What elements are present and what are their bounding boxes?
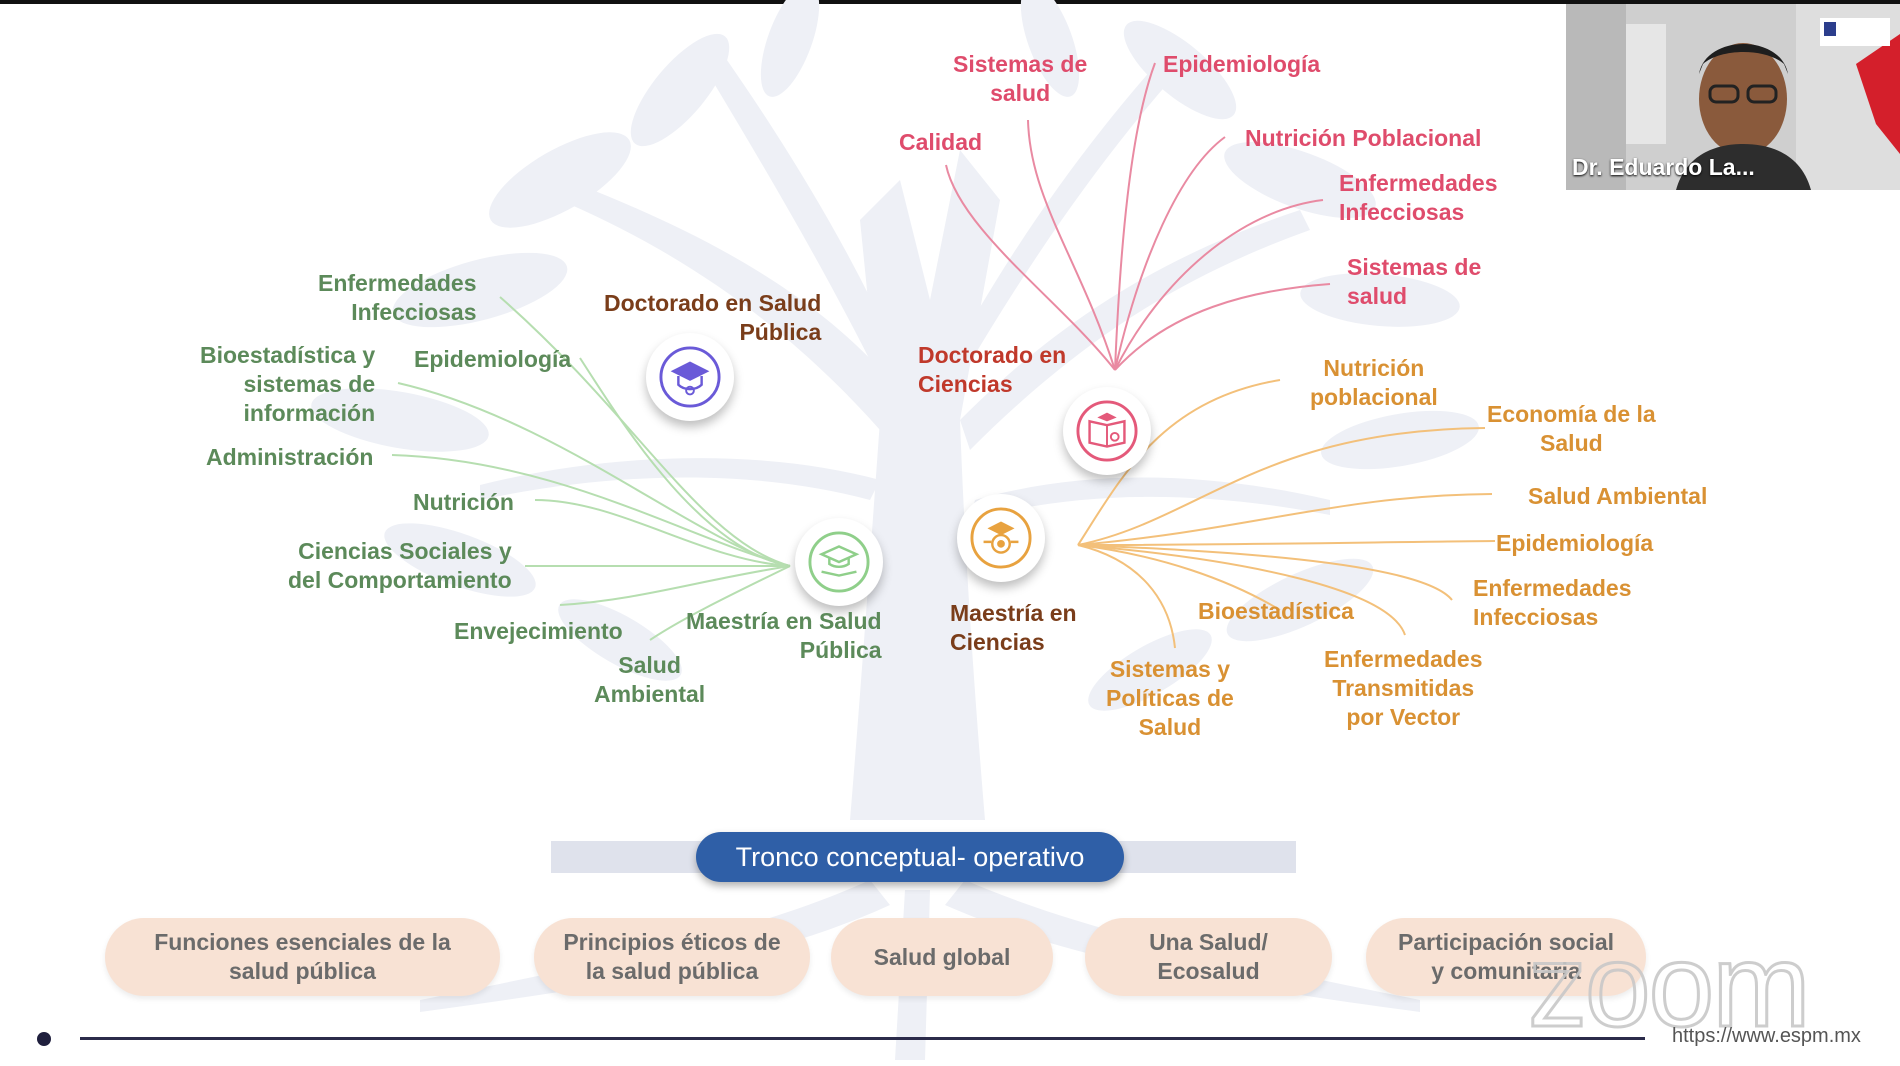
orange-branch-label: Economía de la Salud	[1487, 401, 1656, 456]
footer-url: https://www.espm.mx	[1672, 1025, 1861, 1047]
pink-branch-label: Calidad	[899, 129, 983, 155]
orange-branch-label: Sistemas y Políticas de Salud	[1106, 656, 1234, 740]
green-branch-label: Ciencias Sociales y del Comportamiento	[288, 538, 512, 593]
pink-branch-label: Sistemas de salud	[953, 51, 1088, 106]
foundation-pill: Funciones esenciales de la salud pública	[105, 918, 500, 996]
orange-branch-label: Salud Ambiental	[1528, 483, 1708, 509]
green-branch-label: Bioestadística y sistemas de información	[200, 342, 376, 426]
foundation-pill: Salud global	[831, 918, 1053, 996]
award-medal-icon	[970, 507, 1032, 569]
foundation-pill: Principios éticos de la salud pública	[534, 918, 810, 996]
green-branch-label: Enfermedades Infecciosas	[318, 270, 477, 325]
green-branch-label: Salud Ambiental	[594, 652, 706, 707]
green-branch-label: Envejecimiento	[454, 618, 623, 644]
speaker-video-feed	[1566, 4, 1900, 190]
pink-branch-label: Enfermedades Infecciosas	[1339, 170, 1498, 225]
top-bar	[0, 0, 1900, 4]
program-doctorado-ciencias: Doctorado en Ciencias	[918, 342, 1067, 397]
diploma-book-icon	[1076, 400, 1138, 462]
speaker-video-tile[interactable]	[1566, 4, 1900, 190]
program-doctorado-salud-publica: Doctorado en Salud Pública	[604, 290, 822, 345]
graduation-cap-icon	[659, 346, 721, 408]
program-maestria-salud-publica: Maestría en Salud Pública	[686, 608, 882, 663]
slide-progress-dot	[37, 1032, 51, 1046]
doctorado-salud-publica-badge	[646, 333, 734, 421]
program-maestria-ciencias: Maestría en Ciencias	[950, 600, 1077, 655]
orange-branch-label: Enfermedades Transmitidas por Vector	[1324, 646, 1483, 730]
speaker-name-label: Dr. Eduardo La...	[1572, 154, 1755, 180]
tronco-title: Tronco conceptual- operativo	[696, 832, 1124, 882]
green-branch-label: Administración	[206, 444, 374, 470]
doctorado-ciencias-badge	[1063, 387, 1151, 475]
book-cap-icon	[808, 531, 870, 593]
orange-branch-label: Bioestadística	[1198, 598, 1354, 624]
orange-branch-label: Nutrición poblacional	[1310, 355, 1438, 410]
slide-progress-line	[80, 1037, 1645, 1040]
orange-branch-label: Enfermedades Infecciosas	[1473, 575, 1632, 630]
maestria-ciencias-badge	[957, 494, 1045, 582]
pink-branch-label: Nutrición Poblacional	[1245, 125, 1482, 151]
green-branch-label: Nutrición	[413, 489, 514, 515]
foundation-pill: Participación social y comunitaria	[1366, 918, 1646, 996]
pink-branch-label: Epidemiología	[1163, 51, 1321, 77]
green-branch-label: Epidemiología	[414, 346, 572, 372]
pink-branch-label: Sistemas de salud	[1347, 254, 1482, 309]
zoom-watermark: zoom	[1527, 919, 1813, 1054]
maestria-salud-publica-badge	[795, 518, 883, 606]
foundation-pill: Una Salud/ Ecosalud	[1085, 918, 1332, 996]
orange-branch-label: Epidemiología	[1496, 530, 1654, 556]
